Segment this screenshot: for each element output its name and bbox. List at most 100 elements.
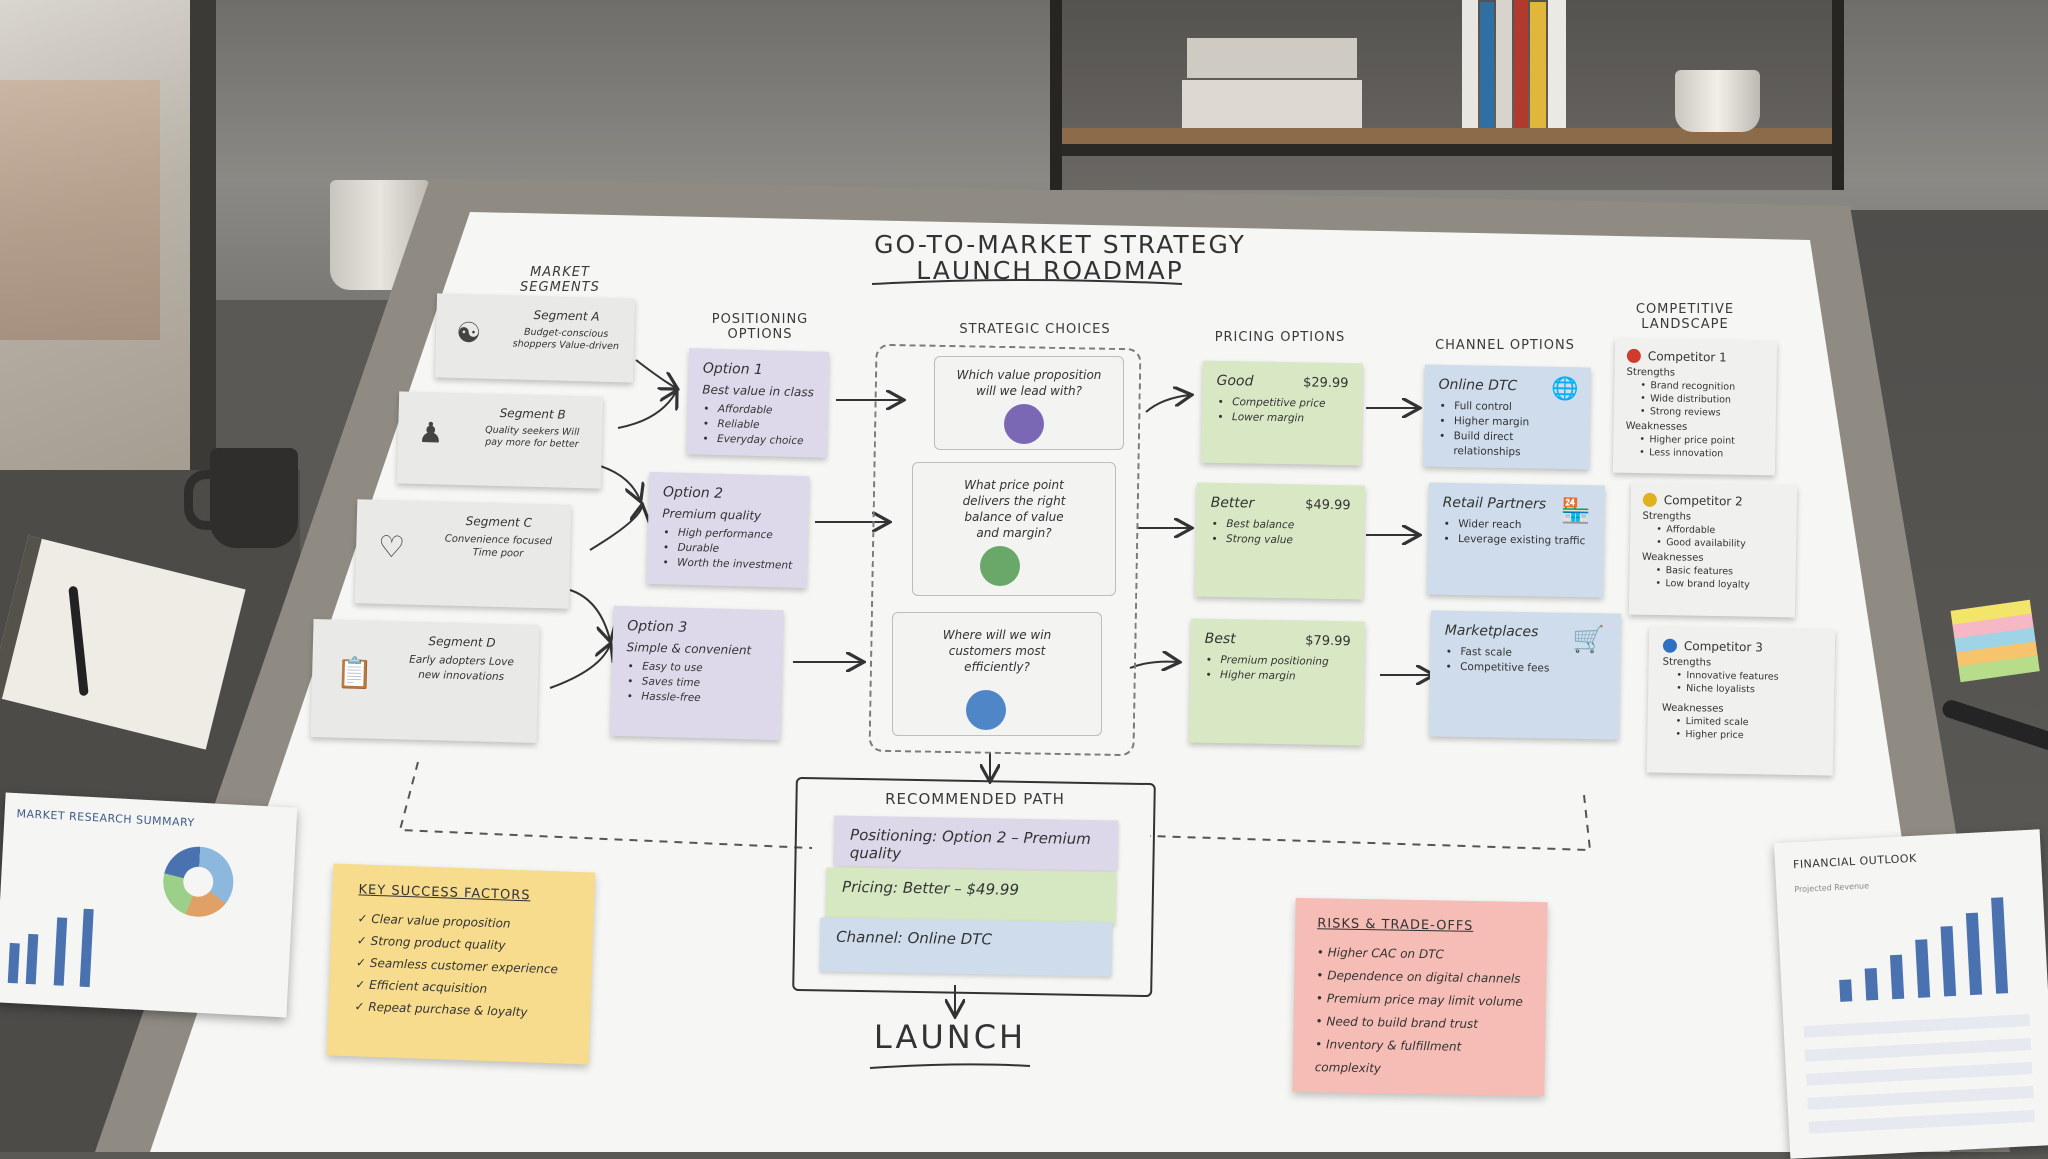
red-pin-icon xyxy=(1627,349,1641,363)
list-item: Leverage existing traffic xyxy=(1458,532,1590,549)
segment-description: Early adopters Love new innovations xyxy=(398,652,525,685)
list-item: Competitive fees xyxy=(1460,660,1606,678)
market-research-summary-document: MARKET RESEARCH SUMMARY xyxy=(0,793,297,1018)
header-strategic-choices: STRATEGIC CHOICES xyxy=(950,322,1120,337)
segment-card: ☯ Segment A Budget-conscious shoppers Va… xyxy=(435,293,635,382)
list-item: Everyday choice xyxy=(717,432,813,450)
segment-description: Quality seekers Will pay more for better xyxy=(476,424,589,451)
pricing-tier-name: Best xyxy=(1205,631,1236,648)
risks-title: RISKS & TRADE-OFFS xyxy=(1317,916,1525,935)
pricing-tier-price: $29.99 xyxy=(1303,375,1349,391)
list-item: Low brand loyalty xyxy=(1641,577,1783,592)
list-item: Need to build brand trust xyxy=(1326,1014,1478,1031)
key-success-factors-note: KEY SUCCESS FACTORS ✓ Clear value propos… xyxy=(327,863,596,1064)
competitor-card: Competitor 2 Strengths Affordable Good a… xyxy=(1629,483,1797,618)
positioning-subtitle: Simple & convenient xyxy=(626,640,768,658)
check-icon: ✓ xyxy=(354,999,365,1013)
recommended-positioning: Positioning: Option 2 – Premium quality xyxy=(834,816,1119,871)
strategic-question: What price point delivers the right bala… xyxy=(954,477,1074,541)
segment-card: ♡ Segment C Convenience focused Time poo… xyxy=(355,499,572,609)
header-positioning-options: POSITIONING OPTIONS xyxy=(700,312,820,342)
donut-chart-icon xyxy=(162,845,236,919)
competitor-card: Competitor 1 Strengths Brand recognition… xyxy=(1613,339,1777,476)
cart-icon: 🛒 xyxy=(1572,625,1605,656)
positioning-name: Option 2 xyxy=(663,484,795,503)
title-line-1: GO-TO-MARKET STRATEGY xyxy=(830,230,1290,259)
check-icon: ✓ xyxy=(357,933,368,947)
check-icon: ✓ xyxy=(355,977,366,991)
document-title: FINANCIAL OUTLOOK xyxy=(1793,846,2023,871)
list-item: Seamless customer experience xyxy=(370,956,558,977)
storefront-icon: 🏪 xyxy=(1560,497,1590,526)
list-item: Lower margin xyxy=(1232,410,1348,427)
list-item: Premium price may limit volume xyxy=(1327,991,1523,1008)
header-competitive-landscape: COMPETITIVE LANDSCAPE xyxy=(1620,302,1750,332)
list-item: Higher CAC on DTC xyxy=(1328,945,1444,961)
ksf-title: KEY SUCCESS FACTORS xyxy=(358,882,568,904)
list-item: Repeat purchase & loyalty xyxy=(368,1000,528,1020)
yellow-pin-icon xyxy=(1643,493,1657,507)
check-icon: ✓ xyxy=(356,955,367,969)
list-item: Hassle-free xyxy=(641,690,767,708)
recommended-pricing: Pricing: Better – $49.99 xyxy=(826,867,1117,924)
list-item: Niche loyalists xyxy=(1662,682,1820,698)
list-item: Good availability xyxy=(1642,536,1784,551)
list-item: Clear value proposition xyxy=(371,912,511,931)
pricing-card: Best$79.99 Premium positioning Higher ma… xyxy=(1189,618,1365,745)
list-item: Inventory & fulfillment complexity xyxy=(1315,1037,1462,1075)
pricing-tier-price: $49.99 xyxy=(1305,497,1351,513)
channel-card: 🛒 Marketplaces Fast scale Competitive fe… xyxy=(1429,610,1621,739)
blue-pin-icon xyxy=(1663,639,1677,653)
list-item: Strong product quality xyxy=(370,934,505,953)
decision-dot xyxy=(1004,404,1044,444)
list-item: Strong reviews xyxy=(1626,405,1764,420)
competitor-name: Competitor 1 xyxy=(1648,349,1727,364)
check-icon: ✓ xyxy=(357,911,368,925)
users-icon: ♟ xyxy=(418,416,444,450)
positioning-card: Option 1 Best value in class Affordable … xyxy=(687,348,830,458)
list-item: Less innovation xyxy=(1625,446,1763,461)
pricing-tier-price: $79.99 xyxy=(1305,633,1351,649)
decision-dot xyxy=(966,690,1006,730)
recommended-channel: Channel: Online DTC xyxy=(820,917,1113,976)
segment-card: 📋 Segment D Early adopters Love new inno… xyxy=(310,619,539,743)
segment-name: Segment C xyxy=(441,513,557,530)
channel-card: 🌐 Online DTC Full control Higher margin … xyxy=(1423,365,1591,470)
globe-icon: 🌐 xyxy=(1551,377,1579,402)
strategic-question: Where will we win customers most efficie… xyxy=(927,627,1067,675)
competitor-name: Competitor 2 xyxy=(1664,493,1743,508)
positioning-card: Option 3 Simple & convenient Easy to use… xyxy=(610,606,783,740)
launch-label: LAUNCH xyxy=(860,1018,1040,1056)
document-subtitle: Projected Revenue xyxy=(1794,873,2024,894)
positioning-card: Option 2 Premium quality High performanc… xyxy=(647,472,810,588)
header-pricing-options: PRICING OPTIONS xyxy=(1195,330,1365,345)
header-channel-options: CHANNEL OPTIONS xyxy=(1420,338,1590,353)
segment-description: Convenience focused Time poor xyxy=(440,532,557,561)
list-item: Efficient acquisition xyxy=(369,978,488,996)
strategic-question: Which value proposition will we lead wit… xyxy=(951,367,1107,399)
financial-outlook-document: FINANCIAL OUTLOOK Projected Revenue xyxy=(1774,829,2048,1158)
segment-name: Segment B xyxy=(477,405,589,422)
segment-name: Segment A xyxy=(512,307,620,324)
positioning-name: Option 1 xyxy=(703,361,815,380)
list-item: Build direct relationships xyxy=(1453,429,1576,461)
piggy-bank-icon: ☯ xyxy=(456,316,482,350)
positioning-subtitle: Premium quality xyxy=(662,506,794,523)
pricing-tier-name: Good xyxy=(1216,373,1253,390)
risks-note: RISKS & TRADE-OFFS • Higher CAC on DTC •… xyxy=(1292,898,1547,1096)
positioning-name: Option 3 xyxy=(627,618,769,638)
channel-card: 🏪 Retail Partners Wider reach Leverage e… xyxy=(1427,482,1605,597)
segment-description: Budget-conscious shoppers Value-driven xyxy=(512,326,621,353)
title-line-2: LAUNCH ROADMAP xyxy=(870,256,1230,285)
recommended-path-title: RECOMMENDED PATH xyxy=(850,792,1100,807)
decision-dot xyxy=(980,546,1020,586)
positioning-subtitle: Best value in class xyxy=(702,383,814,400)
pricing-tier-name: Better xyxy=(1211,495,1255,512)
list-item: Strong value xyxy=(1226,532,1350,549)
list-item: Dependence on digital channels xyxy=(1327,968,1520,985)
header-market-segments: MARKET SEGMENTS xyxy=(510,265,610,295)
competitor-name: Competitor 3 xyxy=(1684,639,1763,654)
pricing-card: Good$29.99 Competitive price Lower margi… xyxy=(1201,361,1363,466)
list-item: Higher price xyxy=(1661,728,1819,744)
